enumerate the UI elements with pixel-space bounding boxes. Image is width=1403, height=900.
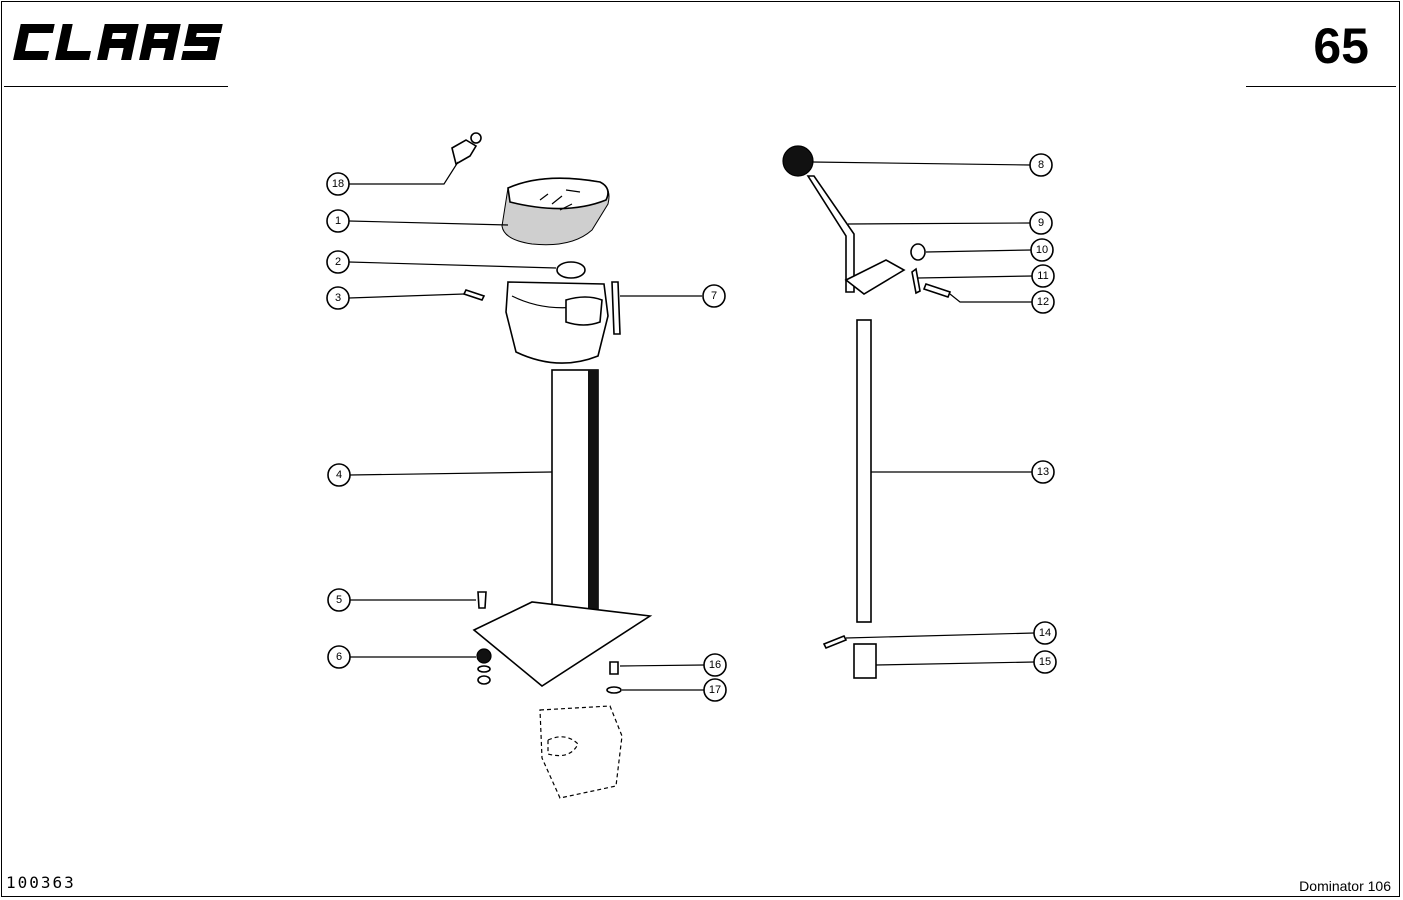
callout-3: 3 [326,286,350,310]
callout-16: 16 [703,653,727,677]
callout-1: 1 [326,209,350,233]
callout-14: 14 [1033,621,1057,645]
part-washer-10 [910,243,926,261]
svg-text:10: 10 [1036,244,1048,256]
svg-text:2: 2 [335,256,341,268]
svg-text:18: 18 [332,178,344,190]
svg-text:1: 1 [335,215,341,227]
part-column-tube [551,369,599,629]
part-pin [611,281,621,335]
part-wing-bolt [451,132,482,166]
part-washer-17 [606,686,622,694]
claas-logo [13,24,223,60]
part-screw [462,289,486,301]
part-nut [556,261,586,279]
callout-7: 7 [702,284,726,308]
part-split-pin-11 [911,267,921,295]
callout-5: 5 [327,588,351,612]
callout-9: 9 [1029,211,1053,235]
part-shift-lever [806,175,855,293]
svg-text:9: 9 [1038,217,1044,229]
svg-text:15: 15 [1039,656,1051,668]
part-roll-pin [822,634,848,650]
svg-text:13: 13 [1037,466,1049,478]
svg-text:17: 17 [709,684,721,696]
callout-13: 13 [1031,460,1055,484]
part-lever-bracket [844,259,906,295]
svg-text:7: 7 [711,290,717,302]
svg-text:16: 16 [709,659,721,671]
part-bolt-5 [477,591,487,609]
callout-18: 18 [326,172,350,196]
svg-text:5: 5 [336,594,342,606]
callout-12: 12 [1031,290,1055,314]
svg-text:4: 4 [336,469,342,481]
svg-text:8: 8 [1038,159,1044,171]
part-column-housing [505,281,609,364]
callout-2: 2 [326,250,350,274]
part-bolt-16 [609,661,619,675]
callout-4: 4 [327,463,351,487]
callout-11: 11 [1031,264,1055,288]
callout-6: 6 [327,645,351,669]
part-rubber-mount [476,648,492,685]
header-rule-right [1246,86,1396,87]
document-id: 100363 [6,873,76,892]
part-gearbox-outline [539,705,623,799]
part-shift-rod [856,319,872,623]
model-name: Dominator 106 [1299,878,1391,894]
part-coupling-sleeve [853,643,877,679]
part-gate-cover [501,177,610,246]
callout-10: 10 [1030,238,1054,262]
part-base-plate [472,601,653,687]
svg-text:14: 14 [1039,627,1051,639]
svg-text:6: 6 [336,651,342,663]
callout-17: 17 [703,678,727,702]
header-rule-left [4,86,228,87]
part-bolt-12 [922,283,952,298]
callout-8: 8 [1029,153,1053,177]
svg-text:3: 3 [335,292,341,304]
callout-15: 15 [1033,650,1057,674]
part-shift-knob [782,145,814,177]
svg-text:11: 11 [1037,270,1048,282]
leader-lines [348,161,1035,691]
svg-text:12: 12 [1037,296,1049,308]
page-number: 65 [1313,18,1369,74]
